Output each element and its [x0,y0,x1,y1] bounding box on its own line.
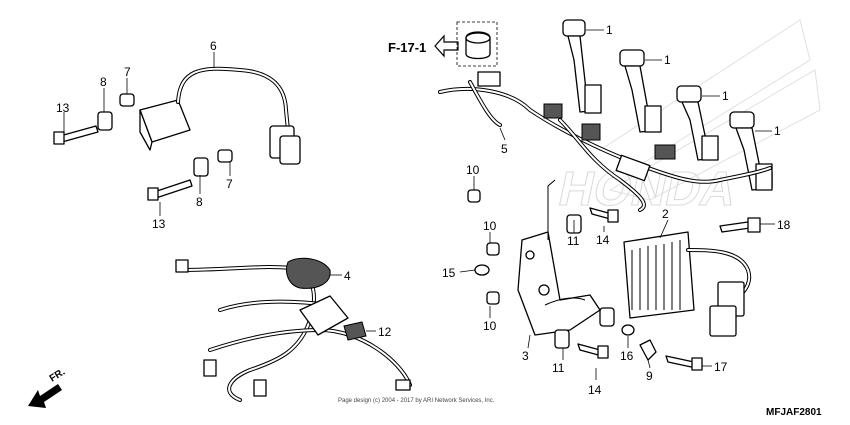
callout-numbers: 1 1 1 1 2 3 4 5 6 7 7 8 8 9 10 10 10 11 … [56,23,791,397]
ignition-coil-1[interactable] [562,19,602,114]
grommet-12[interactable] [343,321,367,341]
sensor-unit-6[interactable] [139,66,301,165]
front-arrow-icon [28,384,62,408]
callout-10a[interactable]: 10 [466,163,480,177]
callout-7a[interactable]: 7 [124,65,131,79]
hardware[interactable] [467,189,761,371]
callout-2[interactable]: 2 [662,207,669,221]
front-direction-indicator: FR. [28,367,67,408]
brand-watermark: HONDA [554,19,821,216]
diagram-code: MFJAF2801 [766,407,822,418]
callout-12[interactable]: 12 [378,325,392,339]
callout-1d[interactable]: 1 [774,124,781,138]
callout-8b[interactable]: 8 [196,195,203,209]
callout-1b[interactable]: 1 [664,53,671,67]
callout-14b[interactable]: 14 [588,383,602,397]
callout-14a[interactable]: 14 [596,233,610,247]
ignition-coil-2[interactable] [619,49,662,133]
callout-13a[interactable]: 13 [56,101,70,115]
callout-1c[interactable]: 1 [722,89,729,103]
callout-1a[interactable]: 1 [606,23,613,37]
mounting-bracket[interactable] [517,179,601,336]
leader-lines [63,29,775,380]
wire-harness-5[interactable] [438,71,772,212]
copyright-notice: Page design (c) 2004 - 2017 by ARI Netwo… [338,398,495,404]
reference-label[interactable]: F-17-1 [388,40,426,55]
callout-16[interactable]: 16 [620,349,634,363]
callout-5[interactable]: 5 [501,142,508,156]
callout-3[interactable]: 3 [522,349,529,363]
clamp-detail[interactable] [456,21,498,67]
callout-6[interactable]: 6 [210,39,217,53]
callout-11a[interactable]: 11 [567,234,580,248]
front-label: FR. [48,367,68,385]
regulator-rectifier[interactable] [623,231,752,337]
left-arrow-icon [434,34,459,58]
ignition-coil-3[interactable] [676,85,719,161]
reference-arrow[interactable]: F-17-1 [388,34,459,58]
callout-17[interactable]: 17 [714,360,728,374]
callout-15[interactable]: 15 [442,266,456,280]
callout-8a[interactable]: 8 [100,75,107,89]
callout-9[interactable]: 9 [646,369,653,383]
callout-13b[interactable]: 13 [152,217,166,231]
callout-18[interactable]: 18 [777,218,791,232]
sub-harness-4[interactable] [175,257,412,402]
callout-10b[interactable]: 10 [483,219,497,233]
sensor-hardware[interactable] [53,93,233,201]
callout-11b[interactable]: 11 [552,361,565,375]
callout-7b[interactable]: 7 [226,177,233,191]
callout-4[interactable]: 4 [344,269,351,283]
callout-10c[interactable]: 10 [483,319,497,333]
